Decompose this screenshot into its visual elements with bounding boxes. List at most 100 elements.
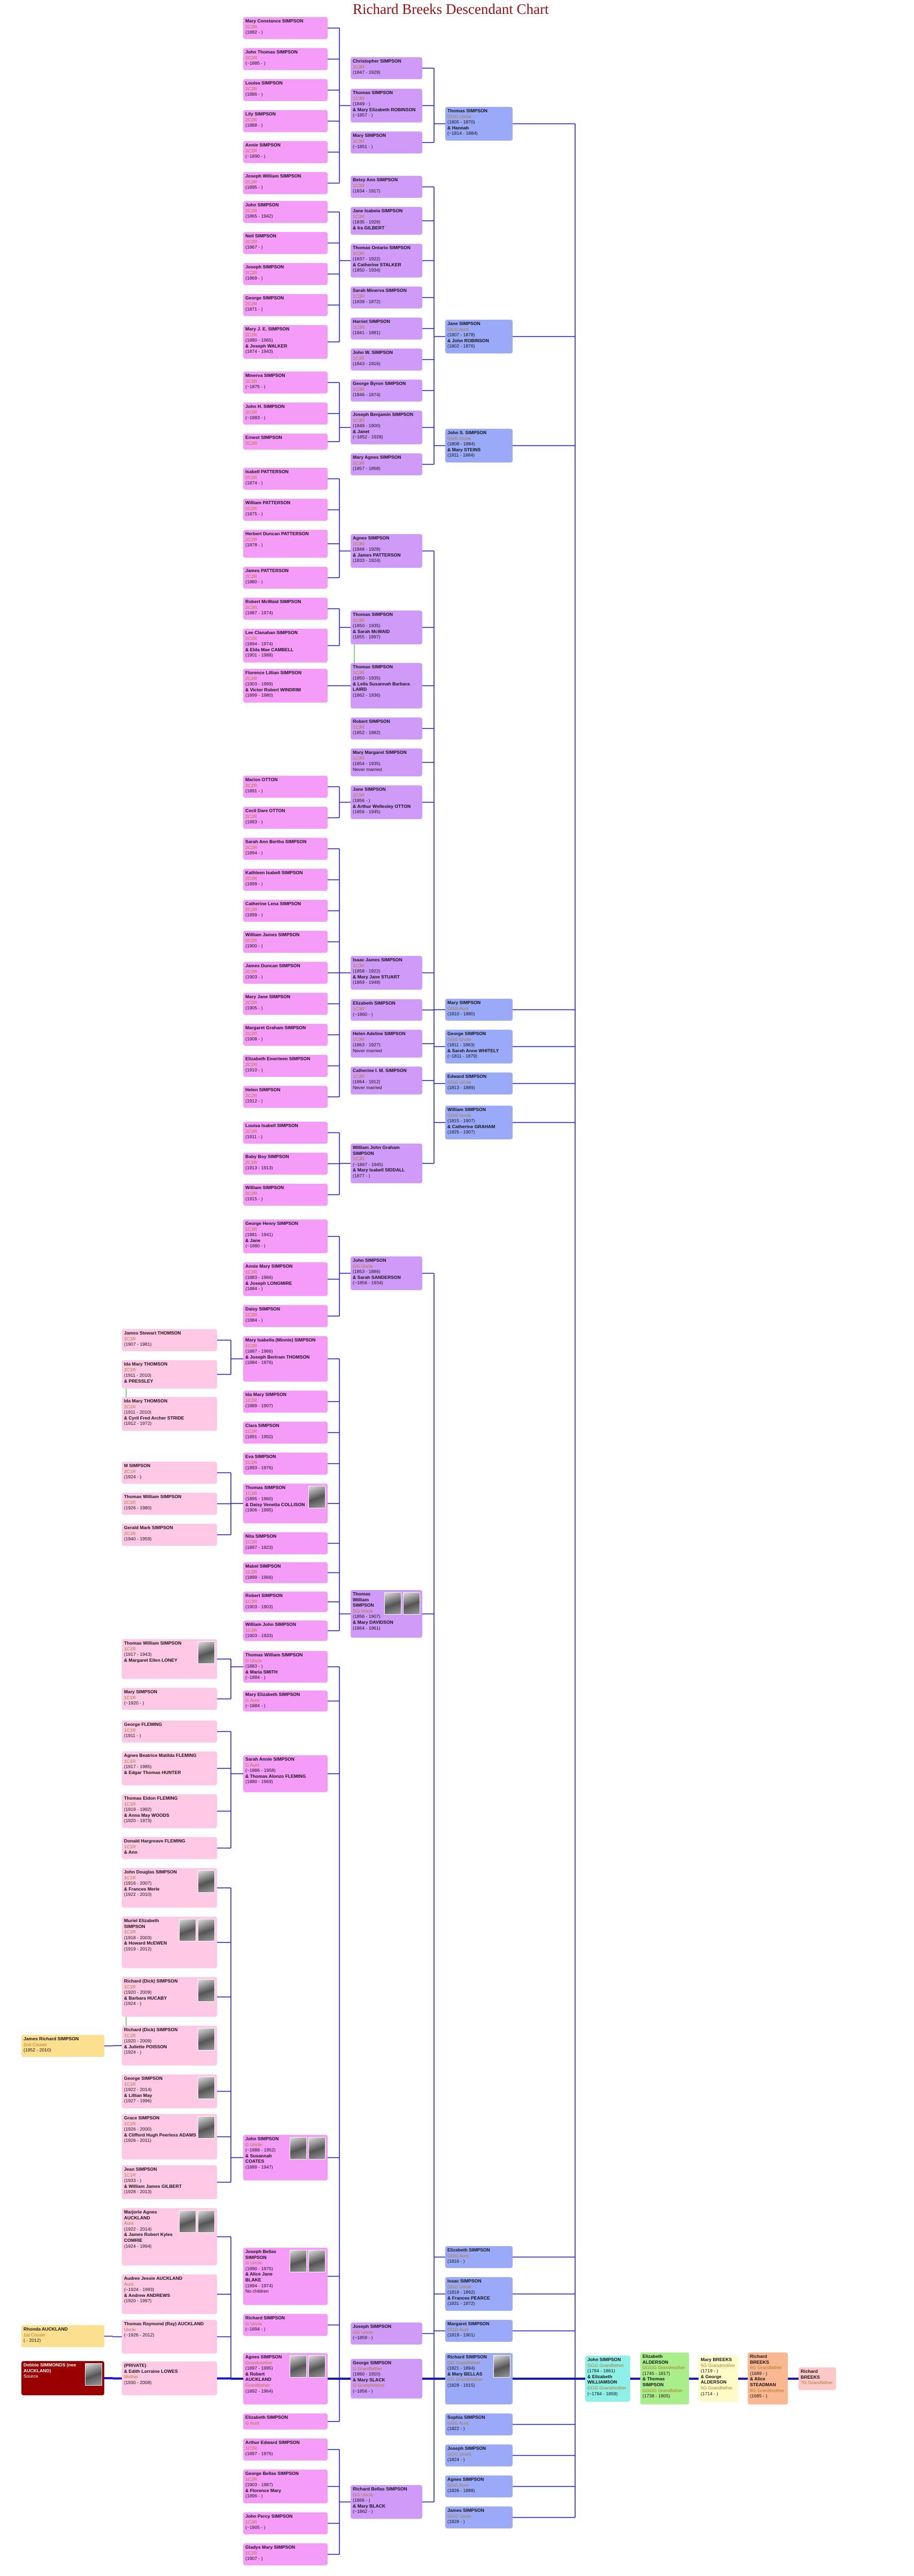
person-card[interactable]: Debbie SIMMONDS (nee AUCKLAND)Source bbox=[21, 2361, 104, 2395]
